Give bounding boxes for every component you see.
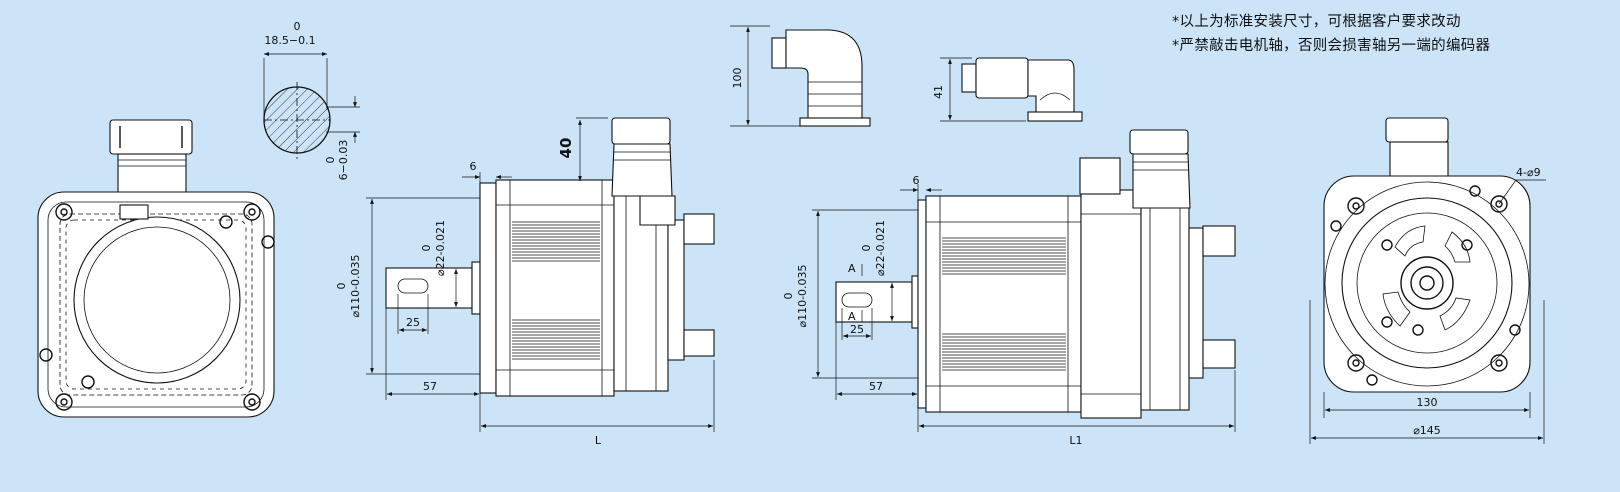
pcd-dimension: ⌀145 [1413, 424, 1441, 437]
shaft-1 [385, 267, 473, 309]
shaft-diameter-1: ⌀22-0.021 [434, 220, 447, 276]
straight-height-dimension: 41 [932, 85, 945, 99]
front-spigot-circle [1341, 197, 1513, 369]
note-line-1: *以上为标准安装尺寸，可根据客户要求改动 [1172, 14, 1461, 30]
section-marker-bottom: A [848, 310, 856, 323]
corner-bolt-icon [243, 393, 261, 411]
brake-connector-2 [1079, 157, 1121, 195]
key-width-dimension-2: 6 [913, 174, 920, 187]
overall-length-L1: L1 [1069, 434, 1082, 447]
connector-cap-1 [611, 117, 671, 145]
connector-cap-2 [1129, 129, 1189, 155]
note-line-2: *严禁敲击电机轴，否则会损害轴另一端的编码器 [1172, 38, 1491, 54]
mounting-hole-icon [1347, 354, 1365, 372]
shaft-section-detail: 0 18.5−0.1 0 6−0.03 [263, 20, 360, 181]
brake-section-2 [1080, 189, 1142, 419]
spigot-diameter-2: ⌀110-0.035 [796, 264, 809, 327]
shaft-length-dimension-1: 57 [423, 380, 437, 393]
plug-height-dimension-1: 40 [557, 138, 575, 159]
straight-connector-view: 41 [932, 57, 1083, 122]
front-flange-view: 4-⌀9 130 ⌀145 [1309, 117, 1546, 444]
key-length-dimension-2: 25 [850, 323, 864, 336]
encoder-cover-2 [1140, 195, 1190, 411]
section-marker-top: A [848, 262, 856, 275]
rear-view [37, 119, 275, 418]
rear-bore-circle [73, 216, 241, 384]
shaft-width-tol-top: 0 [294, 20, 301, 33]
mounting-hole-icon [1490, 195, 1508, 213]
straight-connector-body [975, 57, 1029, 99]
motor-body-1 [495, 179, 615, 397]
spigot-diameter-1: ⌀110-0.035 [349, 254, 362, 317]
corner-bolt-icon [55, 393, 73, 411]
spigot-tol-top-2: 0 [782, 293, 795, 300]
shaft-diameter-2: ⌀22-0.021 [874, 220, 887, 276]
key-width-dimension-1: 6 [470, 160, 477, 173]
shaft-tol-top-1: 0 [420, 245, 433, 252]
flange-1 [479, 182, 497, 394]
front-connector-cap [1385, 117, 1449, 143]
rear-connector-cap [109, 119, 193, 155]
elbow-connector-body [785, 29, 863, 121]
flange-square-dimension: 130 [1417, 396, 1438, 409]
side-view-brake: 6 0 ⌀110-0.035 0 ⌀22-0.021 A A 25 57 L1 [782, 129, 1236, 447]
motor-body-2 [925, 195, 1082, 413]
shaft-length-dimension-2: 57 [869, 380, 883, 393]
hole-callout: 4-⌀9 [1516, 166, 1541, 179]
flange-2 [917, 199, 927, 409]
shaft-tol-top-2: 0 [860, 245, 873, 252]
spigot-tol-top-1: 0 [335, 283, 348, 290]
overall-length-L: L [595, 434, 602, 447]
mounting-hole-icon [1490, 354, 1508, 372]
corner-bolt-icon [243, 203, 261, 221]
mounting-hole-icon [1347, 197, 1365, 215]
elbow-height-dimension: 100 [731, 68, 744, 89]
key-depth-tol-top: 0 [324, 157, 337, 164]
shaft-width-dimension: 18.5−0.1 [264, 34, 315, 47]
elbow-connector-view: 100 [730, 25, 871, 127]
corner-bolt-icon [55, 203, 73, 221]
side-view-standard: 6 40 0 ⌀110-0.035 0 ⌀22-0.021 25 57 L [335, 117, 715, 447]
key-length-dimension-1: 25 [406, 316, 420, 329]
key-depth-dimension: 6−0.03 [337, 140, 350, 181]
